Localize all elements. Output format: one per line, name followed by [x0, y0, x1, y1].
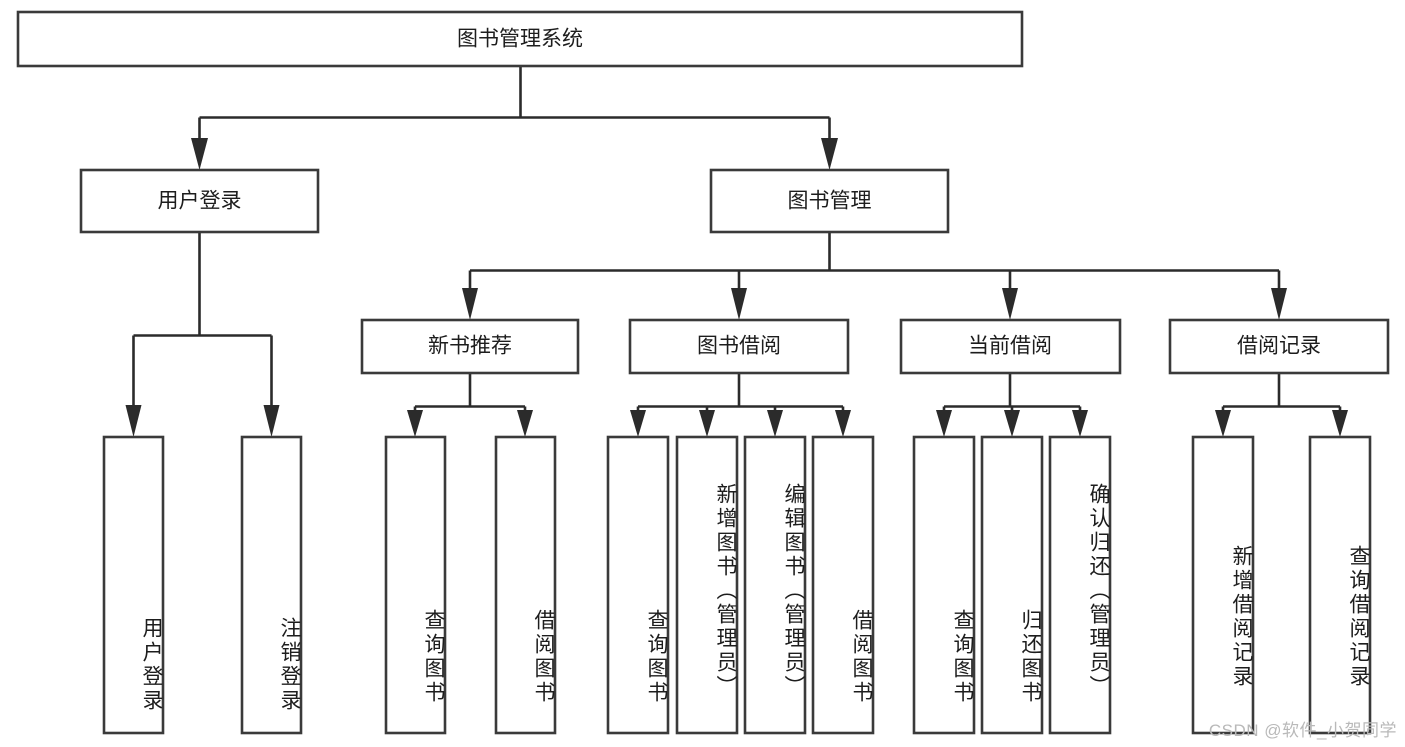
connector-userlogin-to-leaves: [125, 232, 280, 437]
node-book-borrow[interactable]: [628, 318, 850, 375]
arrow-head-icon: [630, 410, 646, 437]
connector-currentborrow-to-leaves: [936, 373, 1088, 437]
node-root[interactable]: [16, 10, 1024, 68]
node-borrow-record-label: 借阅记录: [1237, 335, 1321, 358]
arrow-head-icon: [462, 288, 478, 320]
node-new-book-recommend-label: 新书推荐: [428, 335, 512, 358]
arrow-head-icon: [699, 410, 715, 437]
node-book-manage[interactable]: [709, 168, 950, 234]
arrow-head-icon: [263, 405, 280, 437]
node-root-label: 图书管理系统: [457, 28, 583, 51]
connector-bookmanage-to-level3: [462, 232, 1287, 320]
node-leaf-add-book[interactable]: [675, 435, 739, 735]
node-leaf-query-book-1[interactable]: [384, 435, 447, 735]
arrow-head-icon: [767, 410, 783, 437]
connector-newbook-to-leaves: [407, 373, 533, 437]
connector-bookborrow-to-leaves: [630, 373, 851, 437]
arrow-head-icon: [1002, 288, 1018, 320]
arrow-head-icon: [1332, 410, 1348, 437]
node-leaf-edit-book[interactable]: [743, 435, 807, 735]
node-leaf-confirm-return[interactable]: [1048, 435, 1112, 735]
arrow-head-icon: [731, 288, 747, 320]
connector-borrowrecord-to-leaves: [1215, 373, 1348, 437]
node-book-borrow-label: 图书借阅: [697, 335, 781, 358]
node-leaf-query-book-3[interactable]: [912, 435, 976, 735]
connector-root-to-level2: [191, 66, 838, 170]
arrow-head-icon: [125, 405, 142, 437]
arrow-head-icon: [1271, 288, 1287, 320]
arrow-head-icon: [1004, 410, 1020, 437]
node-user-login-label: 用户登录: [158, 190, 242, 213]
arrow-head-icon: [1215, 410, 1231, 437]
node-user-login[interactable]: [79, 168, 320, 234]
watermark-text: CSDN @软件_小贺同学: [1208, 721, 1397, 740]
node-book-manage-label: 图书管理: [788, 190, 872, 213]
node-leaf-query-book-2[interactable]: [606, 435, 670, 735]
node-leaf-return-book[interactable]: [980, 435, 1044, 735]
node-leaf-borrow-book-1[interactable]: [494, 435, 557, 735]
node-leaf-user-logout[interactable]: [240, 435, 303, 735]
arrow-head-icon: [835, 410, 851, 437]
arrow-head-icon: [191, 138, 208, 170]
node-new-book-recommend[interactable]: [360, 318, 580, 375]
arrow-head-icon: [517, 410, 533, 437]
arrow-head-icon: [407, 410, 423, 437]
node-leaf-borrow-book-2[interactable]: [811, 435, 875, 735]
node-borrow-record[interactable]: [1168, 318, 1390, 375]
node-leaf-user-login[interactable]: [102, 435, 165, 735]
node-current-borrow-label: 当前借阅: [968, 335, 1052, 358]
arrow-head-icon: [1072, 410, 1088, 437]
arrow-head-icon: [821, 138, 838, 170]
node-leaf-query-record[interactable]: [1308, 435, 1372, 735]
node-leaf-add-record[interactable]: [1191, 435, 1255, 735]
node-current-borrow[interactable]: [899, 318, 1122, 375]
arrow-head-icon: [936, 410, 952, 437]
